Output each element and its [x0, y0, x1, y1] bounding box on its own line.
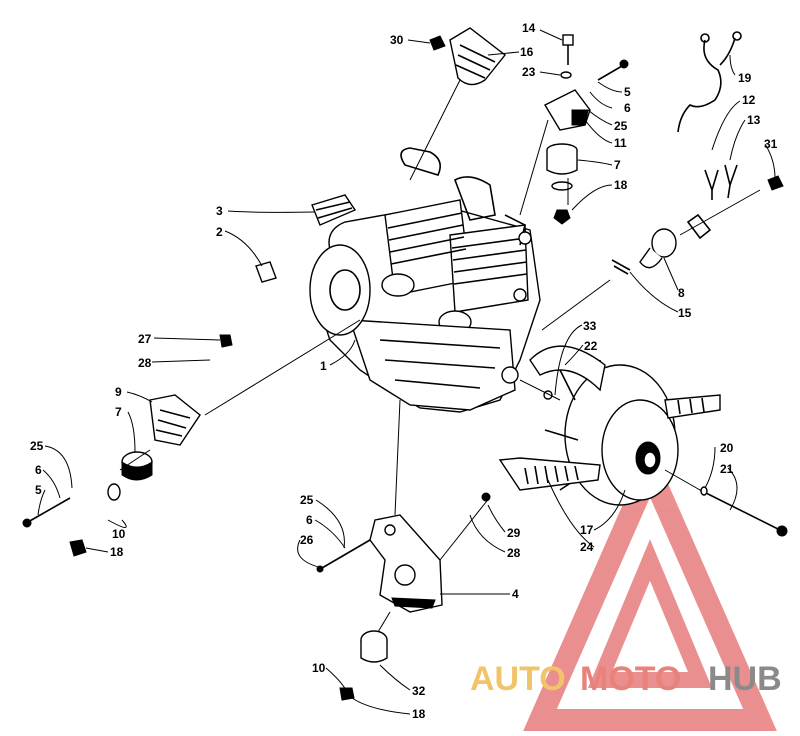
callout-25-top: 25 [614, 119, 628, 133]
callout-2: 2 [216, 225, 223, 239]
callout-28-left: 28 [138, 356, 152, 370]
callout-31: 31 [764, 137, 778, 151]
nut-18-bottom [339, 687, 355, 701]
callout-21: 21 [720, 462, 734, 476]
screw-30 [429, 35, 446, 51]
bolt-31 [767, 175, 784, 191]
watermark-text: AUTO MOTO HUB [470, 660, 782, 698]
callout-18-left: 18 [110, 545, 124, 559]
callout-labels: 30 16 14 23 5 6 25 11 7 18 19 12 13 31 3… [30, 21, 778, 721]
callout-13: 13 [747, 113, 761, 127]
bracket-4 [369, 514, 443, 613]
callout-6-left: 6 [35, 463, 42, 477]
mount-plate-9 [149, 394, 201, 446]
shield-2 [255, 261, 277, 283]
bolt-26 [316, 539, 371, 573]
watermark-inner-triangle [588, 539, 712, 688]
nut-18-top [553, 209, 571, 225]
exhaust-port-left [381, 273, 415, 297]
callout-28-bottom: 28 [507, 546, 521, 560]
mount-32 [360, 630, 388, 663]
callout-3: 3 [216, 204, 223, 218]
mount-7-left [121, 451, 153, 481]
callout-6-bottom: 6 [306, 513, 313, 527]
callout-8: 8 [678, 286, 685, 300]
callout-25-bottom: 25 [300, 493, 314, 507]
callout-16: 16 [520, 45, 534, 59]
callout-18-bottom: 18 [412, 707, 426, 721]
callout-19: 19 [738, 71, 752, 85]
callout-30: 30 [390, 33, 404, 47]
callout-20: 20 [720, 441, 734, 455]
callout-7-top: 7 [614, 158, 621, 172]
bracket-11 [544, 89, 591, 131]
bolt-20-21 [699, 486, 788, 537]
callout-18-top: 18 [614, 178, 628, 192]
nut-18-left [69, 539, 87, 557]
alignment-lines [119, 79, 761, 633]
callout-22: 22 [584, 339, 598, 353]
bolt-27 [219, 334, 233, 348]
callout-17: 17 [580, 523, 594, 537]
engine-block [309, 147, 541, 413]
callout-1: 1 [320, 359, 327, 373]
callout-leaders [37, 29, 776, 715]
flywheel-housing [309, 244, 371, 336]
small-bolt-5-top [597, 59, 629, 81]
callout-4: 4 [512, 587, 519, 601]
bolt-5-left [22, 497, 71, 528]
callout-32: 32 [412, 684, 426, 698]
crankshaft-end [501, 366, 519, 384]
watermark-auto: AUTO [470, 660, 566, 698]
cylinder-right [449, 224, 529, 313]
callout-25-left: 25 [30, 439, 44, 453]
terminal-13 [724, 164, 738, 199]
watermark-hub: HUB [708, 660, 782, 698]
callout-24: 24 [580, 540, 594, 554]
callout-7-left: 7 [115, 405, 122, 419]
bolt-14 [562, 34, 574, 65]
callout-5-top: 5 [624, 85, 631, 99]
mount-7-top [546, 143, 578, 191]
cover-plate-16 [449, 27, 506, 86]
callout-9: 9 [115, 385, 122, 399]
watermark-moto: MOTO [580, 660, 681, 698]
callout-14: 14 [522, 21, 536, 35]
wire-harness-19 [677, 31, 742, 133]
callout-33: 33 [583, 319, 597, 333]
callout-26: 26 [300, 533, 314, 547]
belt-24 [498, 394, 721, 491]
bolt-29 [481, 492, 491, 502]
callout-15: 15 [678, 306, 692, 320]
callout-10-left: 10 [112, 527, 126, 541]
washer-left [107, 483, 121, 501]
washer-23 [560, 71, 572, 79]
callout-27: 27 [138, 332, 152, 346]
callout-6-top: 6 [624, 101, 631, 115]
callout-5-left: 5 [35, 483, 42, 497]
watermark-logo [523, 442, 777, 731]
callout-11: 11 [614, 136, 627, 150]
callout-23: 23 [522, 65, 536, 79]
watermark-triangle [523, 442, 777, 731]
vane-22 [529, 345, 606, 392]
intake-loop [400, 147, 441, 176]
callout-12: 12 [742, 93, 756, 107]
spring-15 [611, 259, 631, 275]
callout-29: 29 [507, 526, 521, 540]
mount-8 [639, 228, 677, 269]
crankcase [349, 319, 516, 411]
callout-10-bottom: 10 [312, 661, 326, 675]
shield-3 [311, 194, 357, 226]
terminal-12 [704, 169, 719, 200]
